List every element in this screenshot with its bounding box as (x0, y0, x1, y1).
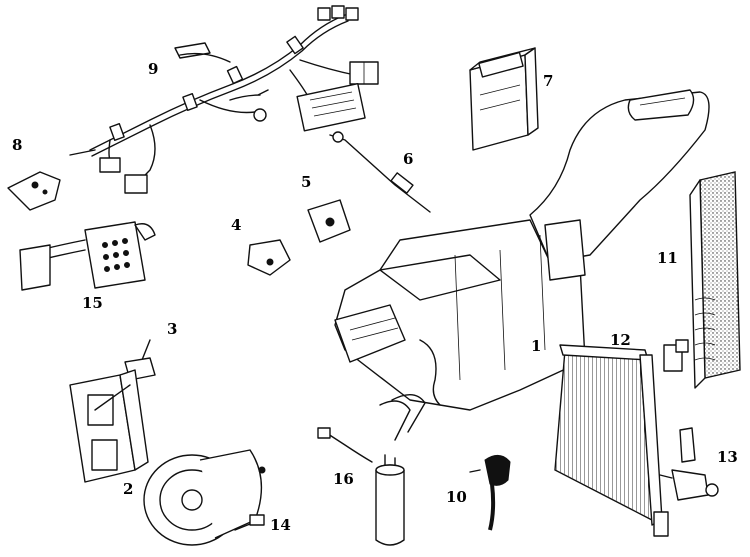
callout-14: 14 (270, 516, 291, 534)
actuator-small-part (247, 239, 291, 276)
blower-resistor-part (7, 171, 61, 211)
valve-housing-part (69, 369, 149, 483)
harness-connector-part (19, 221, 156, 291)
callout-11: 11 (657, 249, 678, 267)
control-module-part (469, 47, 539, 151)
callout-2: 2 (123, 480, 134, 498)
callout-10: 10 (446, 488, 467, 506)
callout-15: 15 (82, 294, 103, 312)
callout-5: 5 (301, 173, 312, 191)
callout-4: 4 (231, 216, 242, 234)
condenser-part (554, 344, 663, 526)
actuator-large-part (307, 199, 351, 243)
callout-6: 6 (403, 150, 414, 168)
callout-3: 3 (167, 320, 178, 338)
ac-compressor-part (143, 449, 266, 546)
callout-9: 9 (148, 60, 159, 78)
heater-unit-part (334, 89, 710, 441)
pressure-sensor-part (469, 455, 511, 531)
expansion-valve-part (653, 427, 719, 537)
callout-13: 13 (717, 448, 738, 466)
callout-12: 12 (610, 331, 631, 349)
receiver-drier-part (317, 427, 405, 546)
callout-1: 1 (531, 337, 542, 355)
callout-8: 8 (12, 136, 23, 154)
callout-16: 16 (333, 470, 354, 488)
temperature-probe-part (329, 131, 431, 213)
callout-7: 7 (543, 72, 554, 90)
wiring-harness-part (69, 5, 379, 194)
heater-core-part (663, 171, 741, 389)
